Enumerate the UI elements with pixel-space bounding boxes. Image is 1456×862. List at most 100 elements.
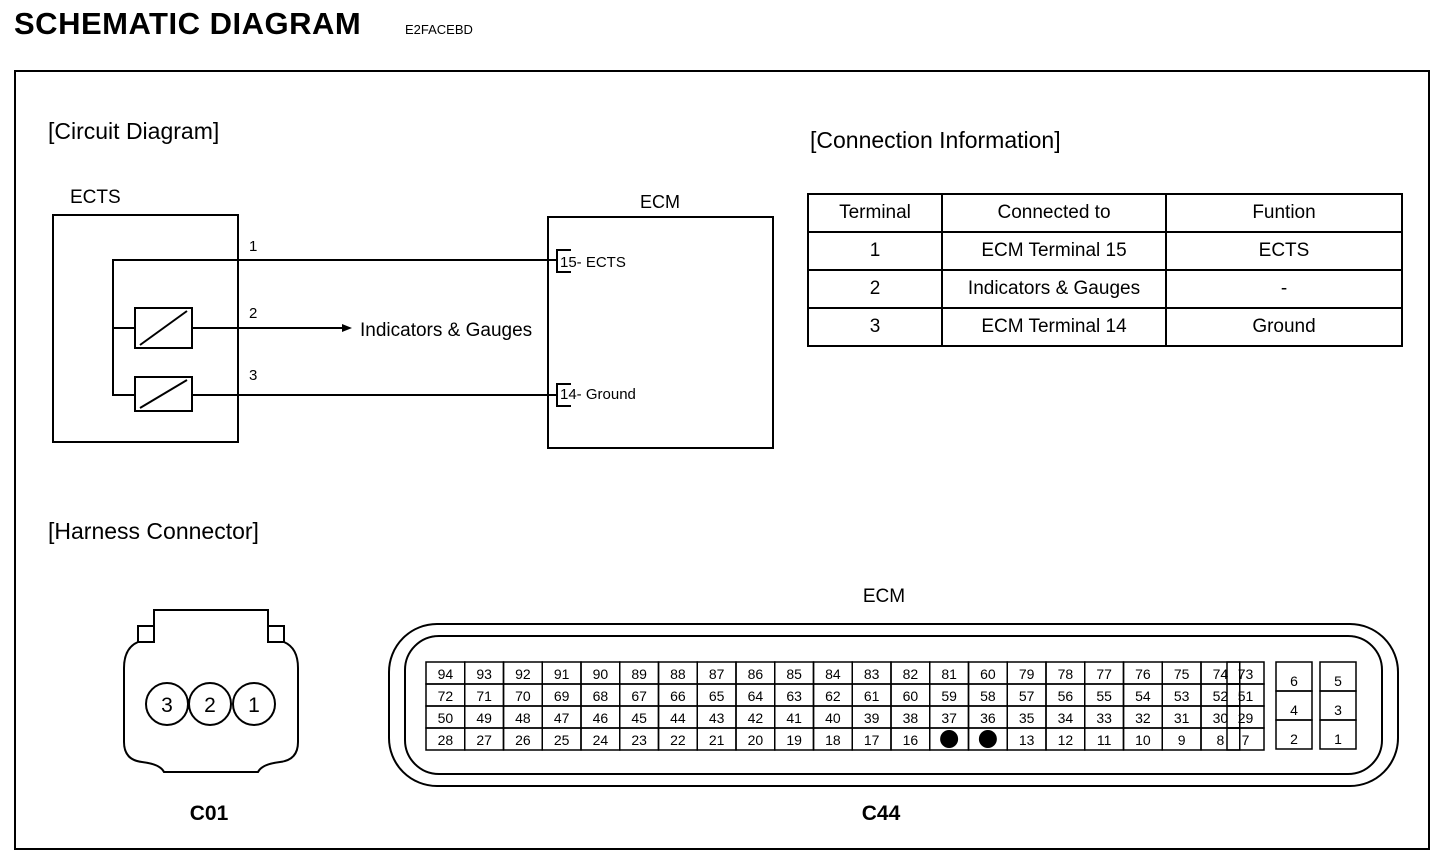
c44-pin-label: 34	[1058, 710, 1074, 726]
header-connected-to: Connected to	[941, 193, 1167, 233]
c44-pin-label: 86	[748, 666, 764, 682]
filled-pin-icon	[940, 730, 959, 748]
c44-block-pin-cell	[1319, 719, 1357, 750]
c44-pin-label: 55	[1096, 688, 1112, 704]
c44-pin-label: 35	[1019, 710, 1035, 726]
c44-pin-label: 10	[1135, 732, 1151, 748]
c44-pin-label: 68	[593, 688, 609, 704]
c44-side-pin-label: 51	[1238, 688, 1254, 704]
filled-pin-icon	[978, 730, 997, 748]
c44-pin-label: 69	[554, 688, 570, 704]
c44-pin-label: 28	[438, 732, 454, 748]
c44-pin-label: 42	[748, 710, 764, 726]
c44-pin-label: 33	[1096, 710, 1112, 726]
c44-pin-label: 89	[631, 666, 647, 682]
c44-pin-label: 20	[748, 732, 764, 748]
header-terminal: Terminal	[807, 193, 943, 233]
c01-connector-housing	[123, 609, 299, 773]
ecm-pin-15-label: 15- ECTS	[560, 254, 626, 271]
c44-pin-label: 84	[825, 666, 841, 682]
c44-pin-label: 21	[709, 732, 725, 748]
c44-connector-housing	[388, 623, 1399, 787]
pin-1-label: 1	[249, 238, 257, 255]
cell-function: -	[1165, 269, 1403, 309]
c44-pin-label: 38	[903, 710, 919, 726]
page-title: SCHEMATIC DIAGRAM	[14, 6, 362, 41]
header-function: Funtion	[1165, 193, 1403, 233]
cell-function: ECTS	[1165, 231, 1403, 271]
c44-block-pin-label: 5	[1334, 673, 1342, 689]
c44-pin-label: 71	[476, 688, 492, 704]
c44-pin-label: 39	[864, 710, 880, 726]
c44-pin-label: 61	[864, 688, 880, 704]
c44-pin-label: 90	[593, 666, 609, 682]
c44-pin-label: 41	[786, 710, 802, 726]
c44-pin-label: 26	[515, 732, 531, 748]
c44-pin-label: 88	[670, 666, 686, 682]
c44-pin-label: 30	[1213, 710, 1229, 726]
cell-function: Ground	[1165, 307, 1403, 347]
cell-terminal: 2	[807, 269, 943, 309]
ects-label: ECTS	[70, 187, 121, 208]
c44-pin-label: 66	[670, 688, 686, 704]
c44-pin-label: 74	[1213, 666, 1229, 682]
c44-pin-cell	[1200, 727, 1241, 751]
c44-pin-label: 13	[1019, 732, 1035, 748]
c44-title: ECM	[863, 586, 905, 607]
c01-label: C01	[190, 802, 229, 825]
c44-pin-label: 79	[1019, 666, 1035, 682]
cell-connected-to: Indicators & Gauges	[941, 269, 1167, 309]
c44-pin-label: 70	[515, 688, 531, 704]
cell-terminal: 3	[807, 307, 943, 347]
harness-connector-heading: [Harness Connector]	[48, 518, 259, 544]
c44-pin-label: 72	[438, 688, 454, 704]
c44-pin-label: 11	[1097, 732, 1112, 748]
c01-pin-label: 1	[248, 694, 260, 717]
ecm-pin-14-bracket	[556, 383, 571, 407]
c44-pin-label: 58	[980, 688, 996, 704]
ecm-label: ECM	[640, 192, 680, 212]
c44-pin-label: 43	[709, 710, 725, 726]
c44-pin-label: 47	[554, 710, 570, 726]
pin-3-label: 3	[249, 367, 257, 384]
c44-pin-label: 12	[1058, 732, 1074, 748]
c44-pin-label: 62	[825, 688, 841, 704]
connection-info-heading: [Connection Information]	[810, 127, 1061, 153]
c44-pin-label: 25	[554, 732, 570, 748]
cell-connected-to: ECM Terminal 14	[941, 307, 1167, 347]
c44-pin-label: 49	[476, 710, 492, 726]
c44-pin-label: 37	[941, 710, 957, 726]
c44-pin-label: 31	[1174, 710, 1190, 726]
ecm-box	[547, 216, 774, 449]
c44-pin-label: 82	[903, 666, 919, 682]
c44-side-pin-label: 29	[1238, 710, 1254, 726]
c44-pin-label: 64	[748, 688, 764, 704]
c44-block-pin-label: 6	[1290, 673, 1298, 689]
c44-pin-label: 63	[786, 688, 802, 704]
c44-pin-label: 44	[670, 710, 686, 726]
c44-block-pin-label: 3	[1334, 702, 1342, 718]
c01-latch-left	[137, 625, 155, 643]
ecm-pin-14-label: 14- Ground	[560, 386, 636, 403]
c44-pin-label: 60	[903, 688, 919, 704]
c44-pin-label: 78	[1058, 666, 1074, 682]
c01-pin	[188, 682, 232, 726]
table-row: 2 Indicators & Gauges -	[807, 269, 1403, 309]
circuit-diagram-heading: [Circuit Diagram]	[48, 118, 220, 144]
c44-pin-label: 22	[670, 732, 686, 748]
c44-pin-label: 77	[1096, 666, 1112, 682]
indicators-gauges-label: Indicators & Gauges	[360, 320, 532, 341]
table-row: 1 ECM Terminal 15 ECTS	[807, 231, 1403, 271]
c44-pin-label: 94	[438, 666, 454, 682]
c44-pin-label: 27	[476, 732, 492, 748]
c44-pin-label: 59	[941, 688, 957, 704]
c44-pin-label: 8	[1216, 732, 1224, 748]
c44-block-pin-label: 4	[1290, 702, 1298, 718]
c01-pin-label: 3	[161, 694, 173, 717]
cell-connected-to: ECM Terminal 15	[941, 231, 1167, 271]
c44-pin-label: 52	[1213, 688, 1229, 704]
document-code: E2FACEBD	[405, 22, 473, 37]
c44-side-pin-label: 73	[1238, 666, 1254, 682]
